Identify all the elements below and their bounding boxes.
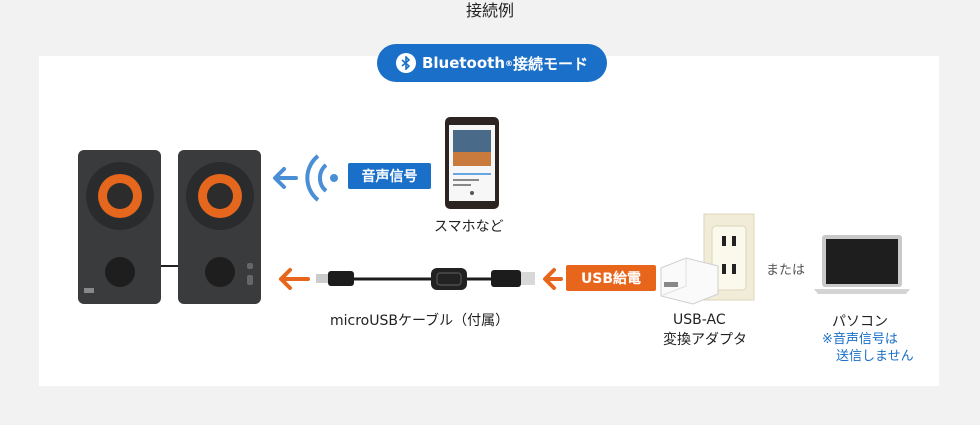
phone-label: スマホなど — [434, 219, 504, 235]
arrow-left-icon — [273, 167, 298, 189]
arrow-left-icon — [543, 268, 563, 290]
smartphone-illustration — [445, 117, 499, 209]
right-speaker — [178, 150, 261, 304]
bluetooth-mode-pill: Bluetooth®接続モード — [377, 44, 607, 82]
left-speaker — [78, 150, 161, 304]
speakers-illustration — [78, 150, 261, 304]
adapter-label-1: USB-AC — [673, 312, 726, 328]
power-outlet-adapter-illustration — [660, 213, 755, 305]
audio-signal-tag: 音声信号 — [348, 163, 431, 189]
pill-suffix: 接続モード — [513, 54, 589, 73]
adapter-label-2: 変換アダプタ — [663, 332, 747, 348]
bluetooth-icon — [395, 53, 416, 73]
arrow-left-icon — [279, 268, 310, 290]
or-label: または — [766, 263, 806, 278]
wifi-signal-icon — [305, 154, 338, 202]
laptop-illustration — [814, 235, 910, 294]
pc-note-1: ※音声信号は — [822, 332, 898, 347]
pill-reg: ® — [505, 58, 514, 68]
usb-cable-illustration — [316, 268, 535, 290]
page-title: 接続例 — [465, 1, 514, 20]
pc-label: パソコン — [832, 314, 888, 330]
pc-note-2: 送信しません — [836, 349, 914, 364]
pill-brand: Bluetooth — [421, 54, 506, 72]
usb-power-tag: USB給電 — [566, 265, 656, 291]
cable-label: microUSBケーブル（付属） — [330, 313, 510, 329]
